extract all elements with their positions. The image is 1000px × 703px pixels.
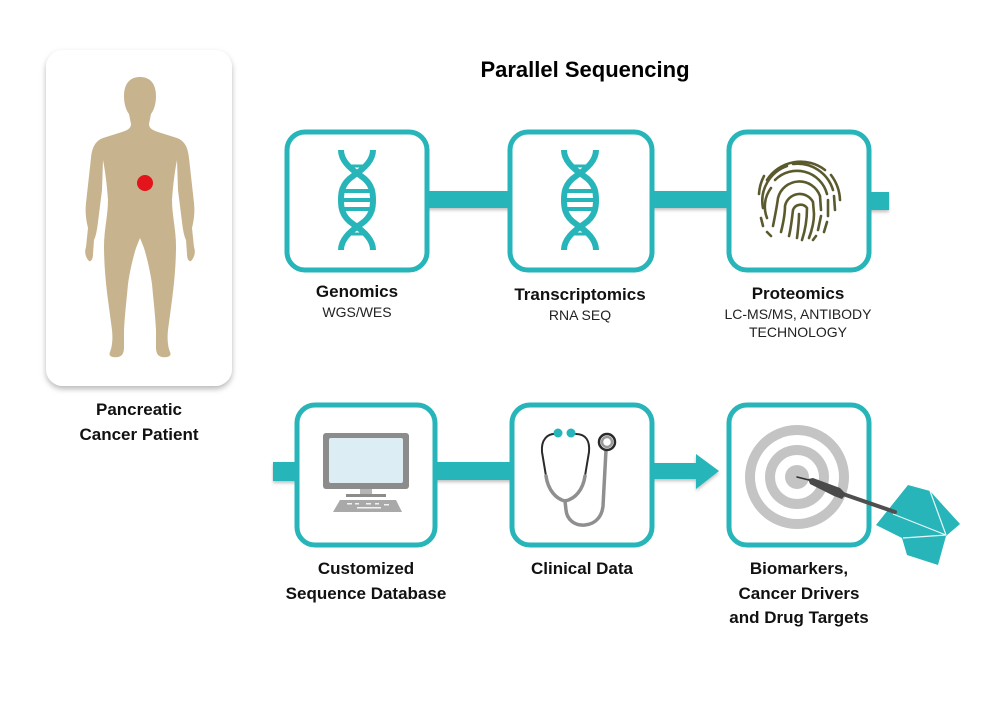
dart-shaft — [841, 492, 897, 514]
monitor-screen — [329, 438, 403, 483]
step-box-targets — [726, 402, 872, 548]
step-label-line: and Drug Targets — [729, 608, 869, 628]
step-box-clinical — [509, 402, 655, 548]
connector-genomics-transcriptomics — [426, 191, 512, 208]
step-title: Genomics — [315, 282, 399, 301]
step-label-genomics: Genomics WGS/WES — [267, 282, 447, 321]
step-label-database: Customized Sequence Database — [271, 557, 461, 606]
dart-tip — [796, 476, 810, 481]
connector-database-in — [273, 462, 299, 481]
step-label-targets: Biomarkers, Cancer Drivers and Drug Targ… — [709, 557, 889, 631]
dna-helix-icon — [564, 150, 596, 250]
dna-helix-icon — [341, 150, 373, 250]
dart-flight — [876, 485, 960, 565]
step-subtitle-line: LC-MS/MS, ANTIBODY — [724, 305, 872, 322]
patient-label-line: Cancer Patient — [79, 424, 199, 444]
stethoscope-earpiece-left — [553, 428, 563, 438]
step-subtitle-line: RNA SEQ — [548, 306, 612, 323]
step-title: Transcriptomics — [514, 285, 646, 304]
step-label-proteomics: Proteomics LC-MS/MS, ANTIBODY TECHNOLOGY — [698, 284, 898, 341]
step-subtitle-line: WGS/WES — [322, 303, 392, 320]
connector-proteomics-out — [869, 192, 889, 210]
step-subtitle: LC-MS/MS, ANTIBODY TECHNOLOGY — [698, 305, 898, 341]
step-subtitle: WGS/WES — [267, 303, 447, 321]
patient-card — [46, 50, 232, 386]
step-title: Proteomics — [751, 284, 845, 303]
connector-database-clinical — [434, 462, 514, 480]
keyboard — [333, 500, 402, 512]
bottom-connectors — [273, 454, 719, 489]
step-subtitle: RNA SEQ — [490, 306, 670, 324]
pancreas-tumor-marker-icon — [137, 175, 153, 191]
step-label-line: Clinical Data — [530, 559, 634, 578]
step-label-line: Biomarkers, — [749, 559, 849, 578]
stethoscope-icon — [540, 432, 617, 527]
step-label-clinical: Clinical Data — [492, 557, 672, 582]
patient-label-line: Pancreatic — [96, 400, 182, 419]
page-title: Parallel Sequencing — [480, 57, 690, 82]
arrow-clinical-to-targets — [651, 454, 719, 489]
human-body-silhouette-icon — [85, 77, 195, 358]
step-box-transcriptomics — [507, 129, 655, 273]
monitor-base — [346, 494, 386, 497]
step-label-line: Sequence Database — [285, 583, 447, 603]
dart-icon — [796, 476, 960, 565]
monitor-neck — [360, 489, 372, 495]
connector-transcriptomics-proteomics — [651, 191, 731, 208]
step-label-transcriptomics: Transcriptomics RNA SEQ — [490, 285, 670, 324]
stethoscope-earpiece-right — [566, 428, 576, 438]
step-subtitle-line: TECHNOLOGY — [748, 323, 847, 340]
step-box-database — [294, 402, 438, 548]
step-label-line: Customized — [317, 559, 415, 578]
desktop-computer-icon — [323, 433, 409, 512]
top-connectors — [426, 191, 889, 210]
dart-barrel — [808, 478, 846, 499]
step-box-genomics — [284, 129, 430, 273]
step-box-proteomics — [726, 129, 872, 273]
fingerprint-icon — [757, 160, 842, 242]
step-label-line: Cancer Drivers — [738, 583, 860, 603]
patient-label: Pancreatic Cancer Patient — [54, 398, 224, 447]
